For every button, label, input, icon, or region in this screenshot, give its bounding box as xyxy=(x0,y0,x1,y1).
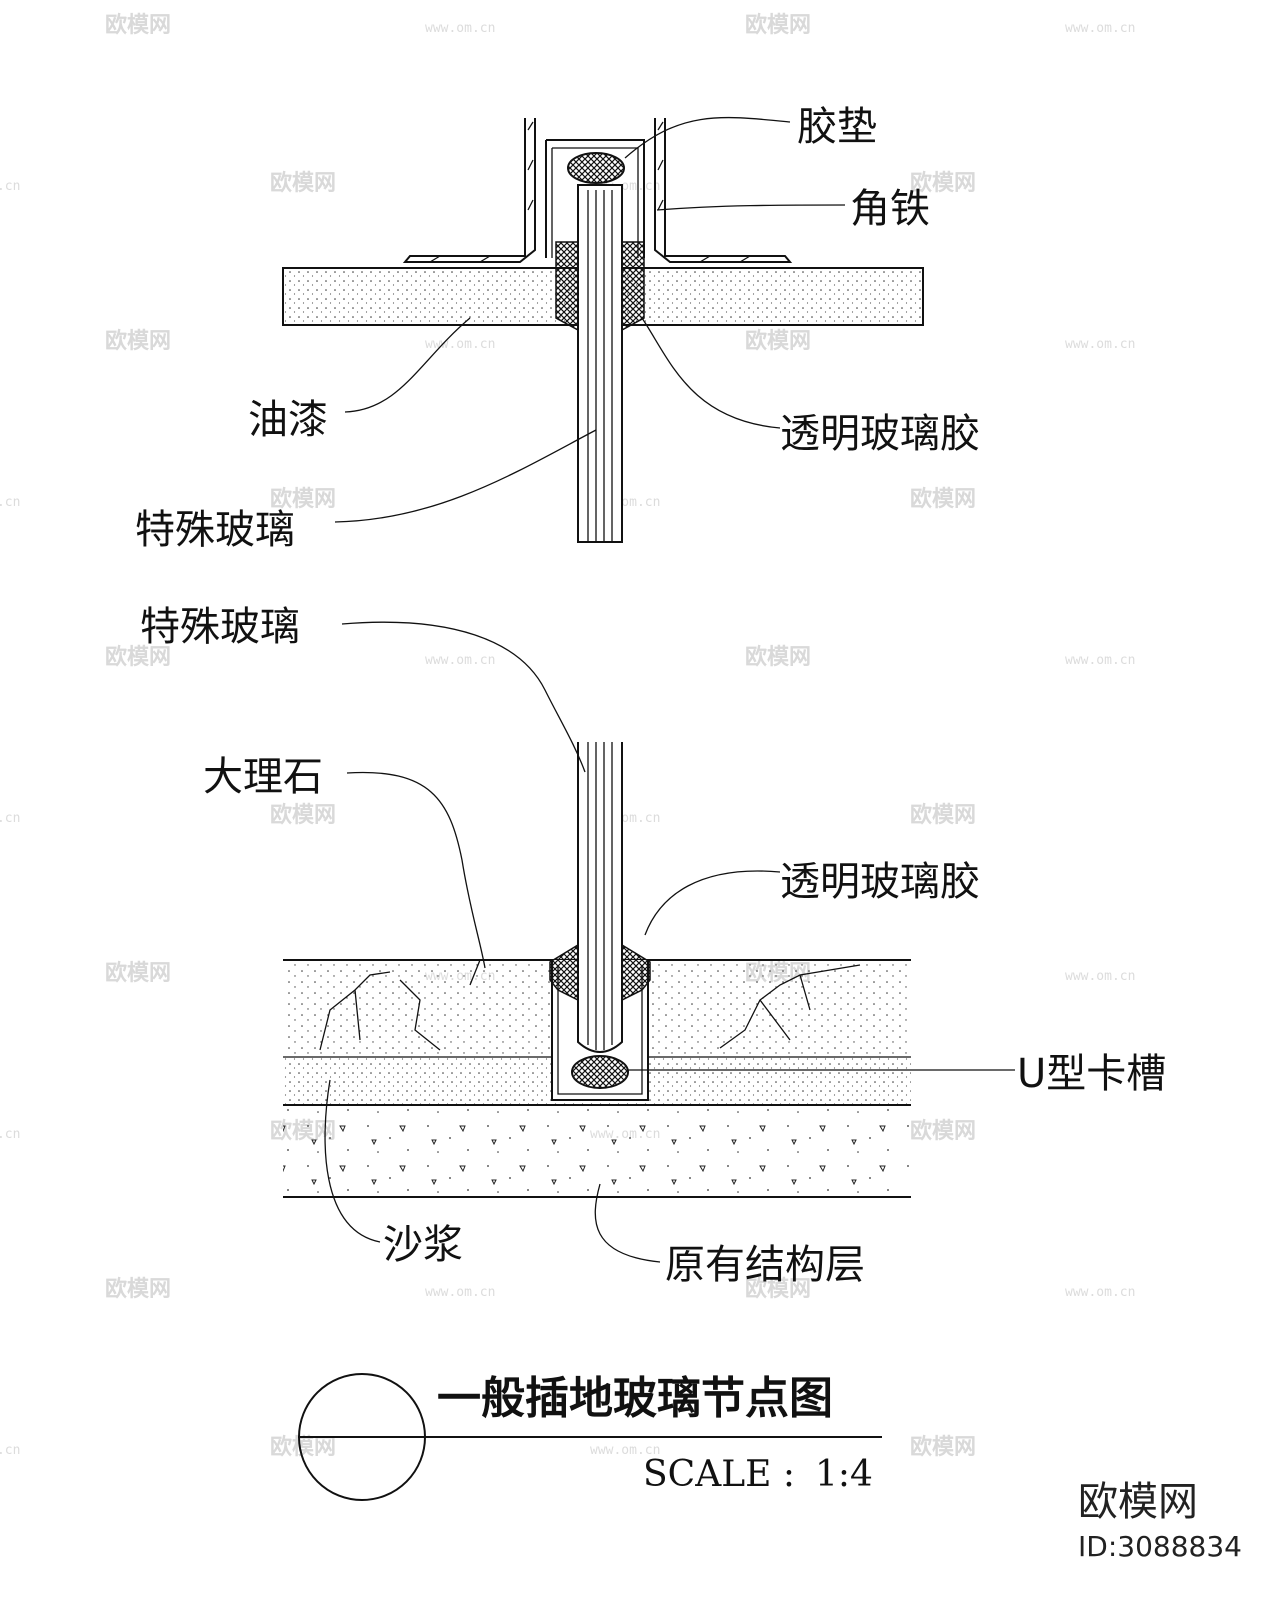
angle-iron-left xyxy=(402,118,536,263)
drawing-title: 一般插地玻璃节点图 xyxy=(437,1373,833,1424)
site-logo: 欧模网 ID:3088834 xyxy=(1078,1479,1242,1563)
top-gasket xyxy=(567,152,625,184)
top-sealant-right xyxy=(621,241,645,332)
watermark-tile-logo: 欧模网 xyxy=(745,1276,811,1302)
label-gasket: 胶垫 xyxy=(797,104,877,150)
watermark-tile-url: www.om.cn xyxy=(425,337,495,352)
watermark-tile-logo: 欧模网 xyxy=(270,802,336,828)
watermark-tile-url: www.om.cn xyxy=(1065,21,1135,36)
watermark-tile-url: www.om.cn xyxy=(1065,969,1135,984)
watermark-tile-url: www.om.cn xyxy=(0,1443,20,1458)
logo-text: 欧模网 xyxy=(1078,1479,1198,1525)
logo-id: ID:3088834 xyxy=(1078,1530,1242,1563)
watermark-tile-logo: 欧模网 xyxy=(105,644,171,670)
label-structure: 原有结构层 xyxy=(665,1242,865,1288)
label-clear-sealant-bottom: 透明玻璃胶 xyxy=(780,859,980,905)
watermark-tile-url: www.om.cn xyxy=(0,811,20,826)
bottom-gasket xyxy=(571,1055,629,1089)
label-mortar: 沙浆 xyxy=(383,1222,463,1268)
watermark-tile-url: www.om.cn xyxy=(425,653,495,668)
top-detail: 胶垫 角铁 油漆 透明玻璃胶 特殊玻璃 xyxy=(135,104,980,553)
title-block: 一般插地玻璃节点图 SCALE : 1:4 xyxy=(298,1373,882,1501)
watermark-tile-logo: 欧模网 xyxy=(745,328,811,354)
watermark-tile-url: www.om.cn xyxy=(590,1443,660,1458)
label-special-glass-bottom: 特殊玻璃 xyxy=(140,604,300,650)
structure-layer xyxy=(283,1105,911,1197)
watermark-tile-logo: 欧模网 xyxy=(910,170,976,196)
label-paint: 油漆 xyxy=(248,397,328,443)
watermark-tile-url: www.om.cn xyxy=(1065,1285,1135,1300)
bottom-detail: 特殊玻璃 大理石 透明玻璃胶 U型卡槽 沙浆 原有结构层 xyxy=(140,604,1166,1288)
watermark-tile-logo: 欧模网 xyxy=(910,486,976,512)
bottom-glass xyxy=(577,742,623,1053)
watermark-tile-logo: 欧模网 xyxy=(270,486,336,512)
top-glass xyxy=(577,184,623,543)
watermark-tile-logo: 欧模网 xyxy=(745,12,811,38)
angle-iron-right xyxy=(654,118,793,263)
top-sealant-left xyxy=(555,241,579,332)
scale-value: 1:4 xyxy=(815,1454,873,1495)
scale-label: SCALE : xyxy=(643,1454,795,1495)
label-angle-iron: 角铁 xyxy=(850,186,930,232)
label-marble: 大理石 xyxy=(203,754,323,800)
bottom-sealant-left xyxy=(549,943,579,1002)
watermark-tile-logo: 欧模网 xyxy=(105,12,171,38)
watermark-tile-url: www.om.cn xyxy=(425,21,495,36)
label-clear-sealant-top: 透明玻璃胶 xyxy=(780,411,980,457)
watermark-tile-logo: 欧模网 xyxy=(910,802,976,828)
watermark-tile-logo: 欧模网 xyxy=(270,1434,336,1460)
watermark-tile-logo: 欧模网 xyxy=(270,170,336,196)
watermark-tile-logo: 欧模网 xyxy=(105,960,171,986)
watermark-tile-url: www.om.cn xyxy=(0,1127,20,1142)
watermark-tile-logo: 欧模网 xyxy=(105,328,171,354)
watermark-tile-url: www.om.cn xyxy=(1065,653,1135,668)
watermark-tile-url: www.om.cn xyxy=(425,1285,495,1300)
watermark-tile-logo: 欧模网 xyxy=(910,1434,976,1460)
watermark-tiles: 欧模网 www.om.cn 欧模网 www.om.cn www.om.cn 欧模网 www.… xyxy=(0,12,1135,1460)
watermark-tile-url: www.om.cn xyxy=(0,179,20,194)
watermark-tile-logo: 欧模网 xyxy=(745,644,811,670)
label-u-channel: U型卡槽 xyxy=(1017,1051,1166,1097)
watermark-tile-logo: 欧模网 xyxy=(910,1118,976,1144)
watermark-tile-url: www.om.cn xyxy=(0,495,20,510)
watermark-tile-logo: 欧模网 xyxy=(105,1276,171,1302)
label-special-glass-top: 特殊玻璃 xyxy=(135,507,295,553)
watermark-tile-url: www.om.cn xyxy=(1065,337,1135,352)
